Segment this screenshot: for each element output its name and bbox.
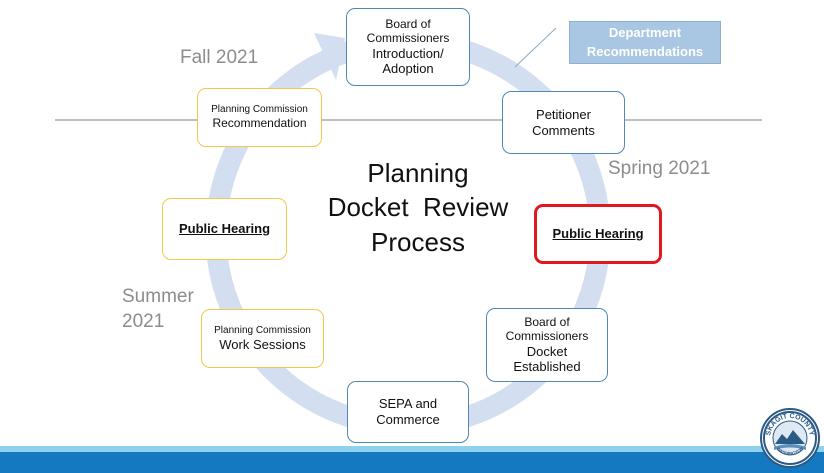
step-sepa-and-commerce: SEPA and Commerce bbox=[347, 381, 469, 443]
step-petitioner-comments: Petitioner Comments bbox=[502, 91, 625, 154]
department-recommendations-callout: Department Recommendations bbox=[569, 21, 721, 64]
step-planning-commission-recommendation: Planning Commission Recommendation bbox=[197, 88, 322, 147]
step-planning-commission-work-sessions: Planning Commission Work Sessions bbox=[201, 309, 324, 368]
diagram-title: Planning Docket Review Process bbox=[327, 158, 509, 257]
season-spring: Spring 2021 bbox=[608, 158, 711, 179]
callout-leader bbox=[514, 27, 557, 68]
step-public-hearing-spring: Public Hearing bbox=[534, 204, 662, 264]
footer-accent-bar bbox=[0, 446, 824, 452]
step-public-hearing-summer: Public Hearing bbox=[162, 198, 287, 260]
season-summer: Summer 2021 bbox=[122, 286, 194, 332]
season-fall: Fall 2021 bbox=[180, 47, 259, 68]
skagit-county-seal-logo: SKAGIT COUNTY WASHINGTON bbox=[760, 408, 820, 468]
footer-bar bbox=[0, 452, 824, 473]
cycle-arrow-head bbox=[314, 33, 345, 80]
step-boc-docket-established: Board of Commissioners Docket Establishe… bbox=[486, 308, 608, 382]
seal-graphic: SKAGIT COUNTY WASHINGTON bbox=[763, 411, 817, 465]
step-boc-introduction-adoption: Board of Commissioners Introduction/ Ado… bbox=[346, 8, 470, 86]
